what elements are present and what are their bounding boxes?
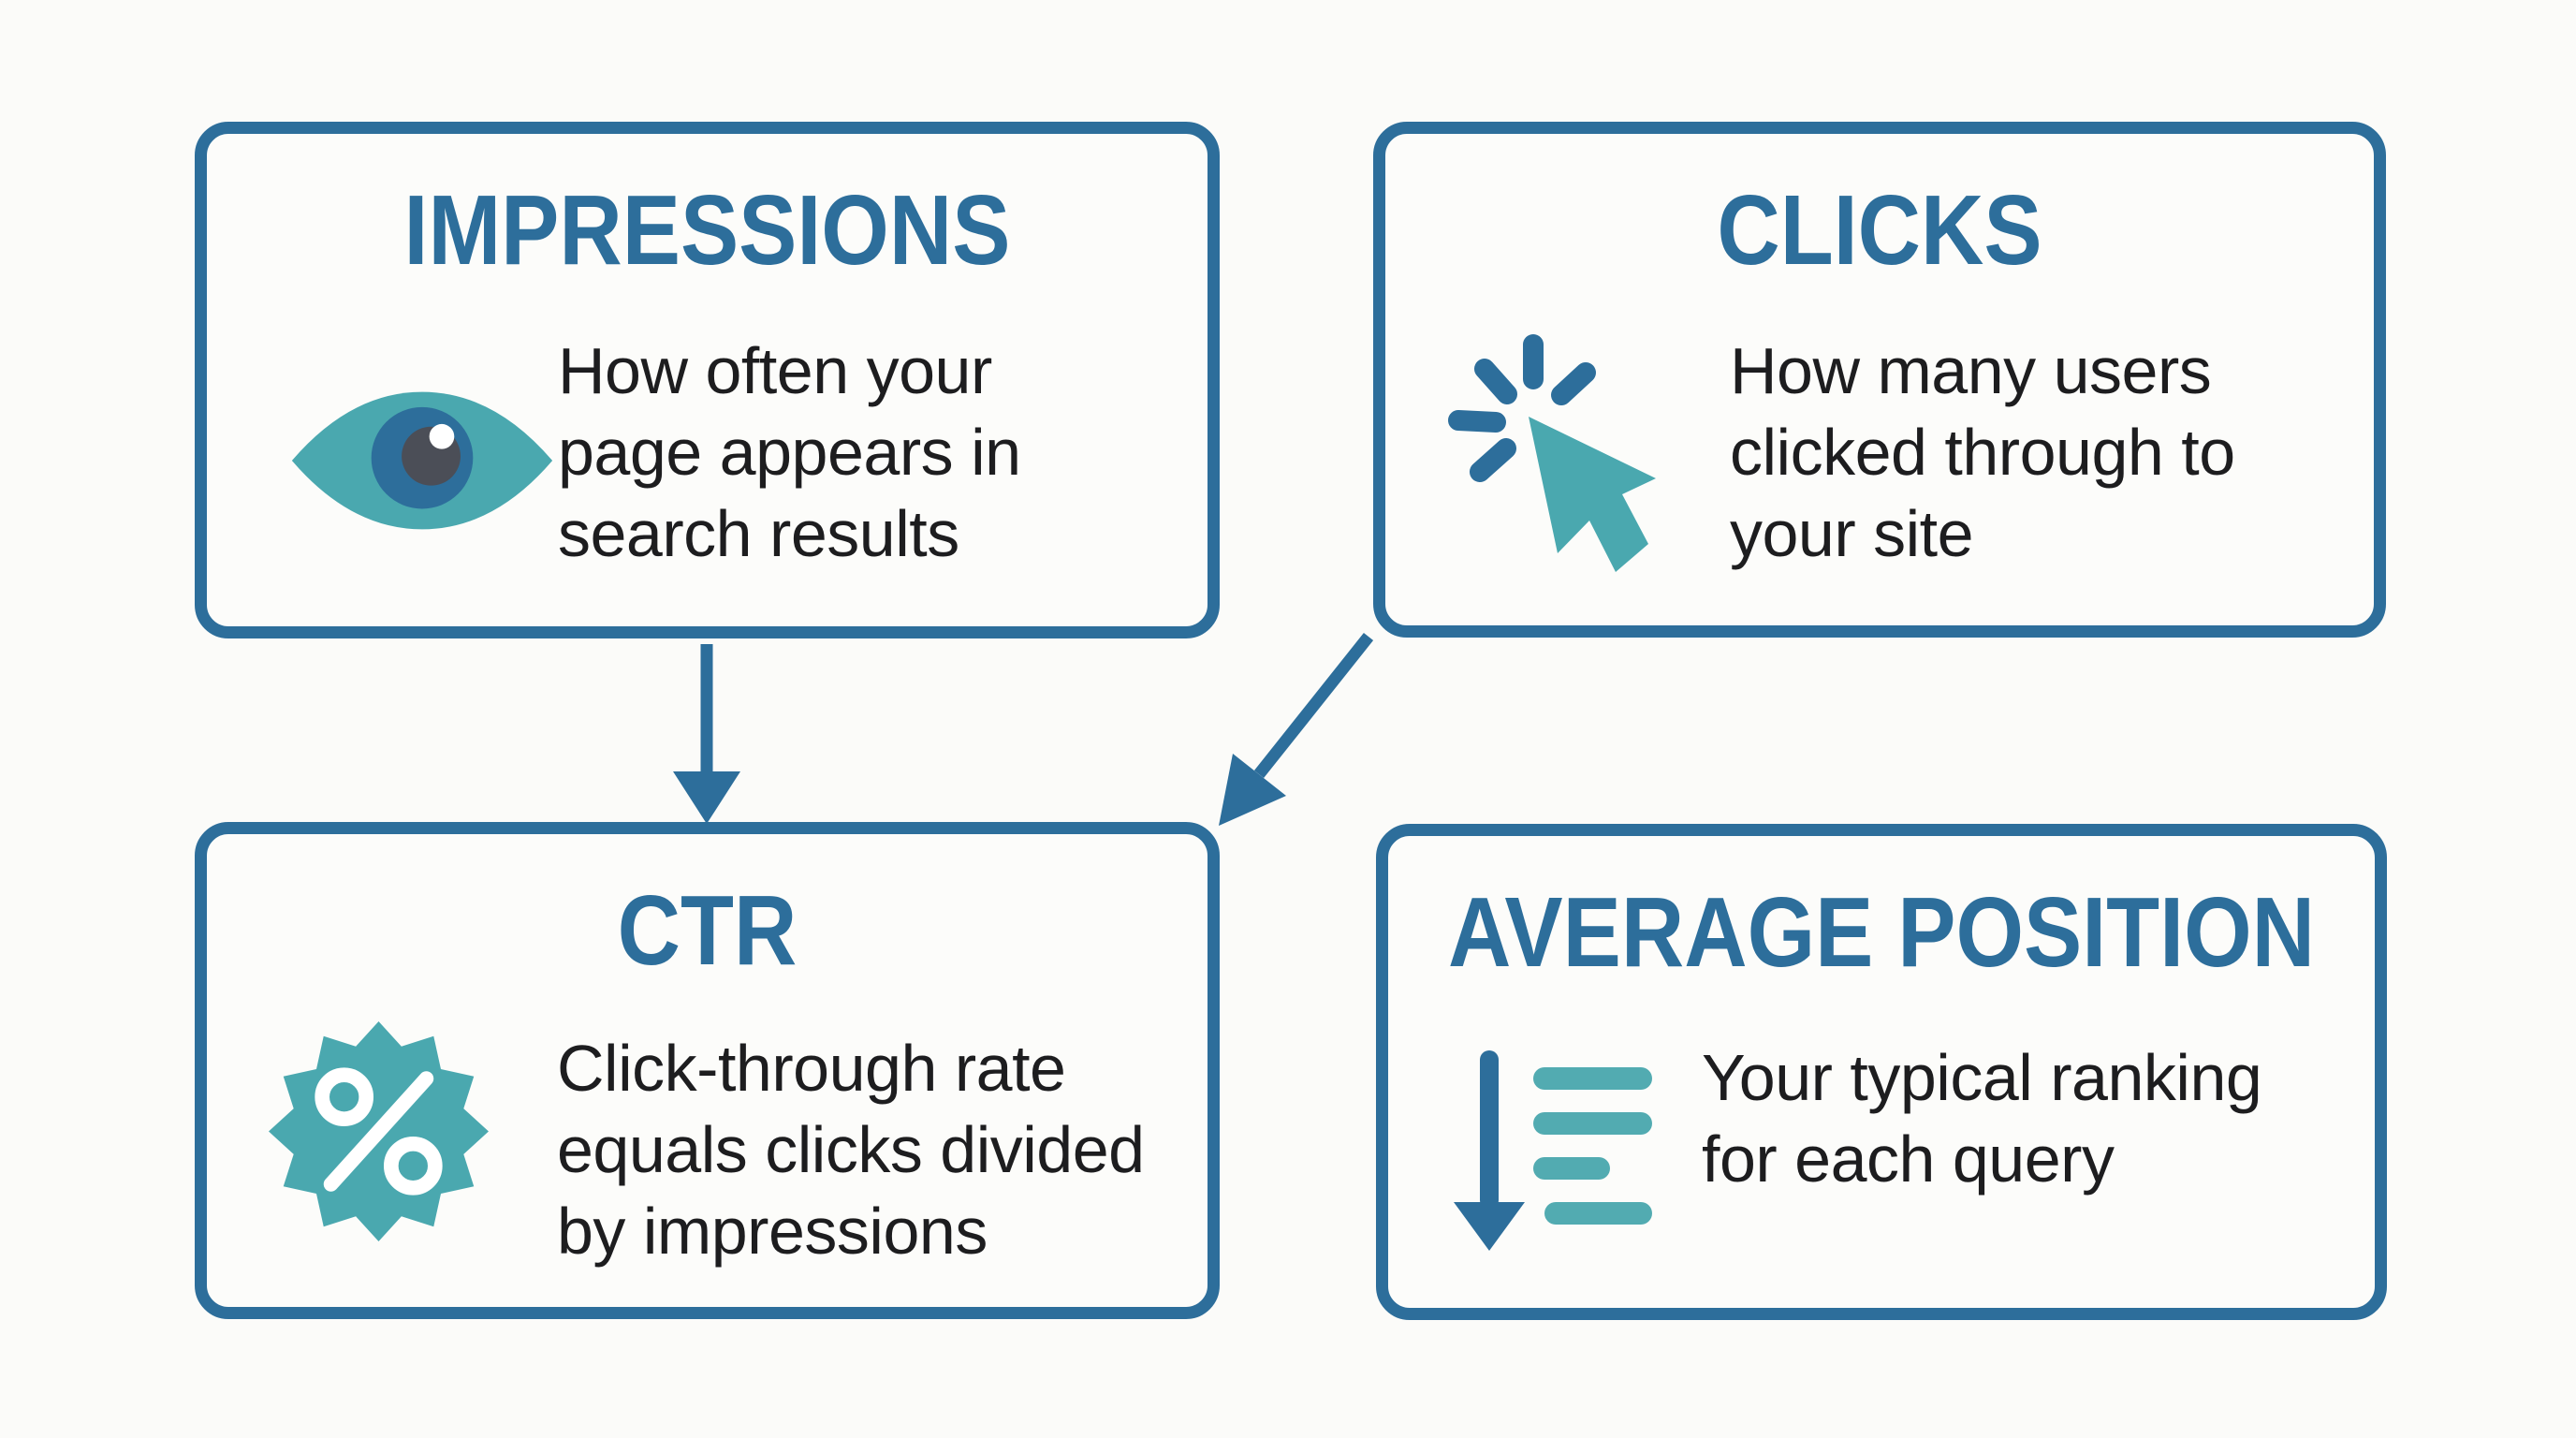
- card-impressions: IMPRESSIONS How often your page appears …: [195, 122, 1220, 638]
- cursor-click-icon: [1447, 326, 1662, 579]
- percent-badge-icon: [269, 1021, 489, 1241]
- arrow-clicks-to-ctr: [1219, 632, 1374, 826]
- arrow-impressions-to-ctr: [673, 644, 740, 824]
- impressions-description: How often your page appears in search re…: [558, 334, 1021, 570]
- ctr-title: CTR: [617, 875, 798, 986]
- impressions-title: IMPRESSIONS: [403, 175, 1011, 286]
- clicks-title: CLICKS: [1717, 175, 2042, 286]
- eye-icon: [286, 385, 558, 536]
- card-average-position: AVERAGE POSITION Your typical ranking fo…: [1376, 824, 2387, 1320]
- ctr-description: Click-through rate equals clicks divided…: [557, 1032, 1145, 1268]
- clicks-description: How many users clicked through to your s…: [1730, 334, 2235, 570]
- card-ctr: CTR Click-through rate equals clicks div…: [195, 822, 1220, 1319]
- average-position-description: Your typical ranking for each query: [1702, 1041, 2262, 1196]
- average-position-title: AVERAGE POSITION: [1447, 877, 2316, 988]
- ranking-arrow-icon: [1454, 1047, 1655, 1253]
- card-clicks: CLICKS How many users clicked through to…: [1373, 122, 2386, 638]
